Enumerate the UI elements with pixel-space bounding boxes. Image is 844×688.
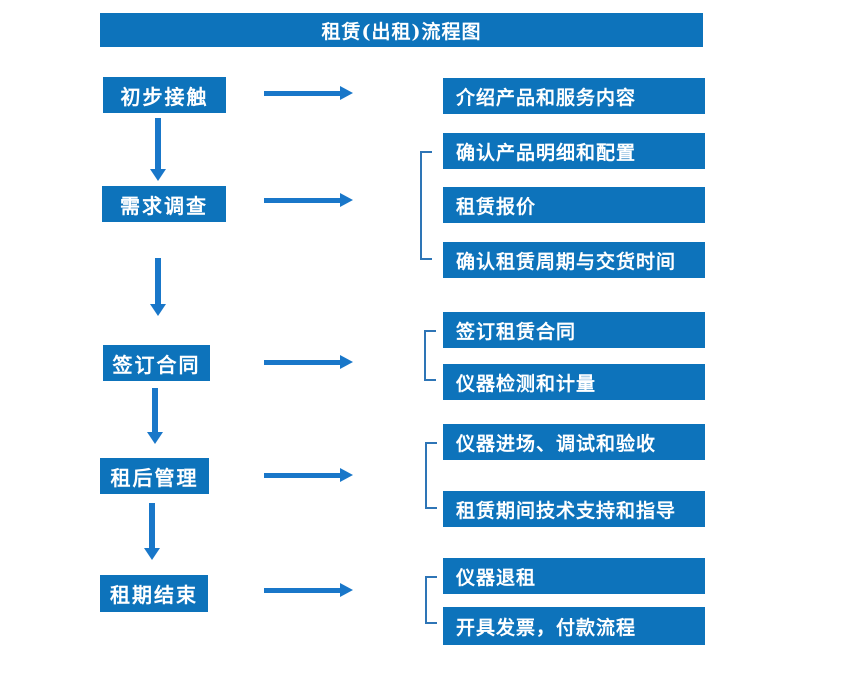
detail-box-introduce-products: 介绍产品和服务内容 bbox=[443, 78, 705, 114]
arrow-shaft bbox=[264, 473, 340, 478]
arrow-shaft bbox=[264, 91, 340, 96]
detail-box-instrument-testing: 仪器检测和计量 bbox=[443, 364, 705, 400]
right-arrow-4 bbox=[264, 468, 353, 482]
right-arrow-3 bbox=[264, 355, 353, 369]
detail-box-instrument-return: 仪器退租 bbox=[443, 558, 705, 594]
group-bracket-demand-survey bbox=[420, 151, 432, 260]
detail-box-rental-quotation: 租赁报价 bbox=[443, 187, 705, 223]
arrow-shaft bbox=[264, 588, 340, 593]
detail-box-instrument-setup-acceptance: 仪器进场、调试和验收 bbox=[443, 424, 705, 460]
right-arrow-2 bbox=[264, 193, 353, 207]
arrow-head bbox=[340, 355, 353, 369]
detail-box-confirm-product-details: 确认产品明细和配置 bbox=[443, 133, 705, 169]
down-arrow-2 bbox=[150, 258, 166, 316]
down-arrow-3 bbox=[147, 388, 163, 444]
arrow-head bbox=[150, 304, 166, 316]
arrow-shaft bbox=[149, 503, 155, 548]
down-arrow-4 bbox=[144, 503, 160, 560]
arrow-shaft bbox=[264, 360, 340, 365]
down-arrow-1 bbox=[150, 118, 166, 181]
arrow-shaft bbox=[155, 118, 161, 169]
step-post-rental-management: 租后管理 bbox=[100, 458, 209, 494]
step-initial-contact: 初步接触 bbox=[103, 77, 226, 113]
arrow-head bbox=[144, 548, 160, 560]
detail-box-technical-support: 租赁期间技术支持和指导 bbox=[443, 491, 705, 527]
detail-box-invoice-payment: 开具发票，付款流程 bbox=[443, 607, 705, 645]
group-bracket-post-rental bbox=[425, 442, 437, 509]
arrow-head bbox=[340, 468, 353, 482]
step-sign-contract: 签订合同 bbox=[103, 345, 210, 381]
arrow-head bbox=[340, 86, 353, 100]
page-title: 租赁(出租)流程图 bbox=[321, 20, 482, 43]
arrow-shaft bbox=[152, 388, 158, 432]
title-banner: 租赁(出租)流程图 bbox=[100, 13, 703, 47]
arrow-head bbox=[340, 193, 353, 207]
arrow-shaft bbox=[264, 198, 340, 203]
group-bracket-sign-contract bbox=[424, 330, 436, 381]
arrow-head bbox=[150, 169, 166, 181]
arrow-head bbox=[340, 583, 353, 597]
step-lease-end: 租期结束 bbox=[100, 575, 208, 612]
detail-box-confirm-period-delivery: 确认租赁周期与交货时间 bbox=[443, 242, 705, 278]
arrow-head bbox=[147, 432, 163, 444]
right-arrow-5 bbox=[264, 583, 353, 597]
group-bracket-lease-end bbox=[425, 576, 437, 624]
arrow-shaft bbox=[155, 258, 161, 304]
right-arrow-1 bbox=[264, 86, 353, 100]
step-demand-survey: 需求调查 bbox=[102, 186, 226, 222]
detail-box-sign-rental-contract: 签订租赁合同 bbox=[443, 312, 705, 348]
